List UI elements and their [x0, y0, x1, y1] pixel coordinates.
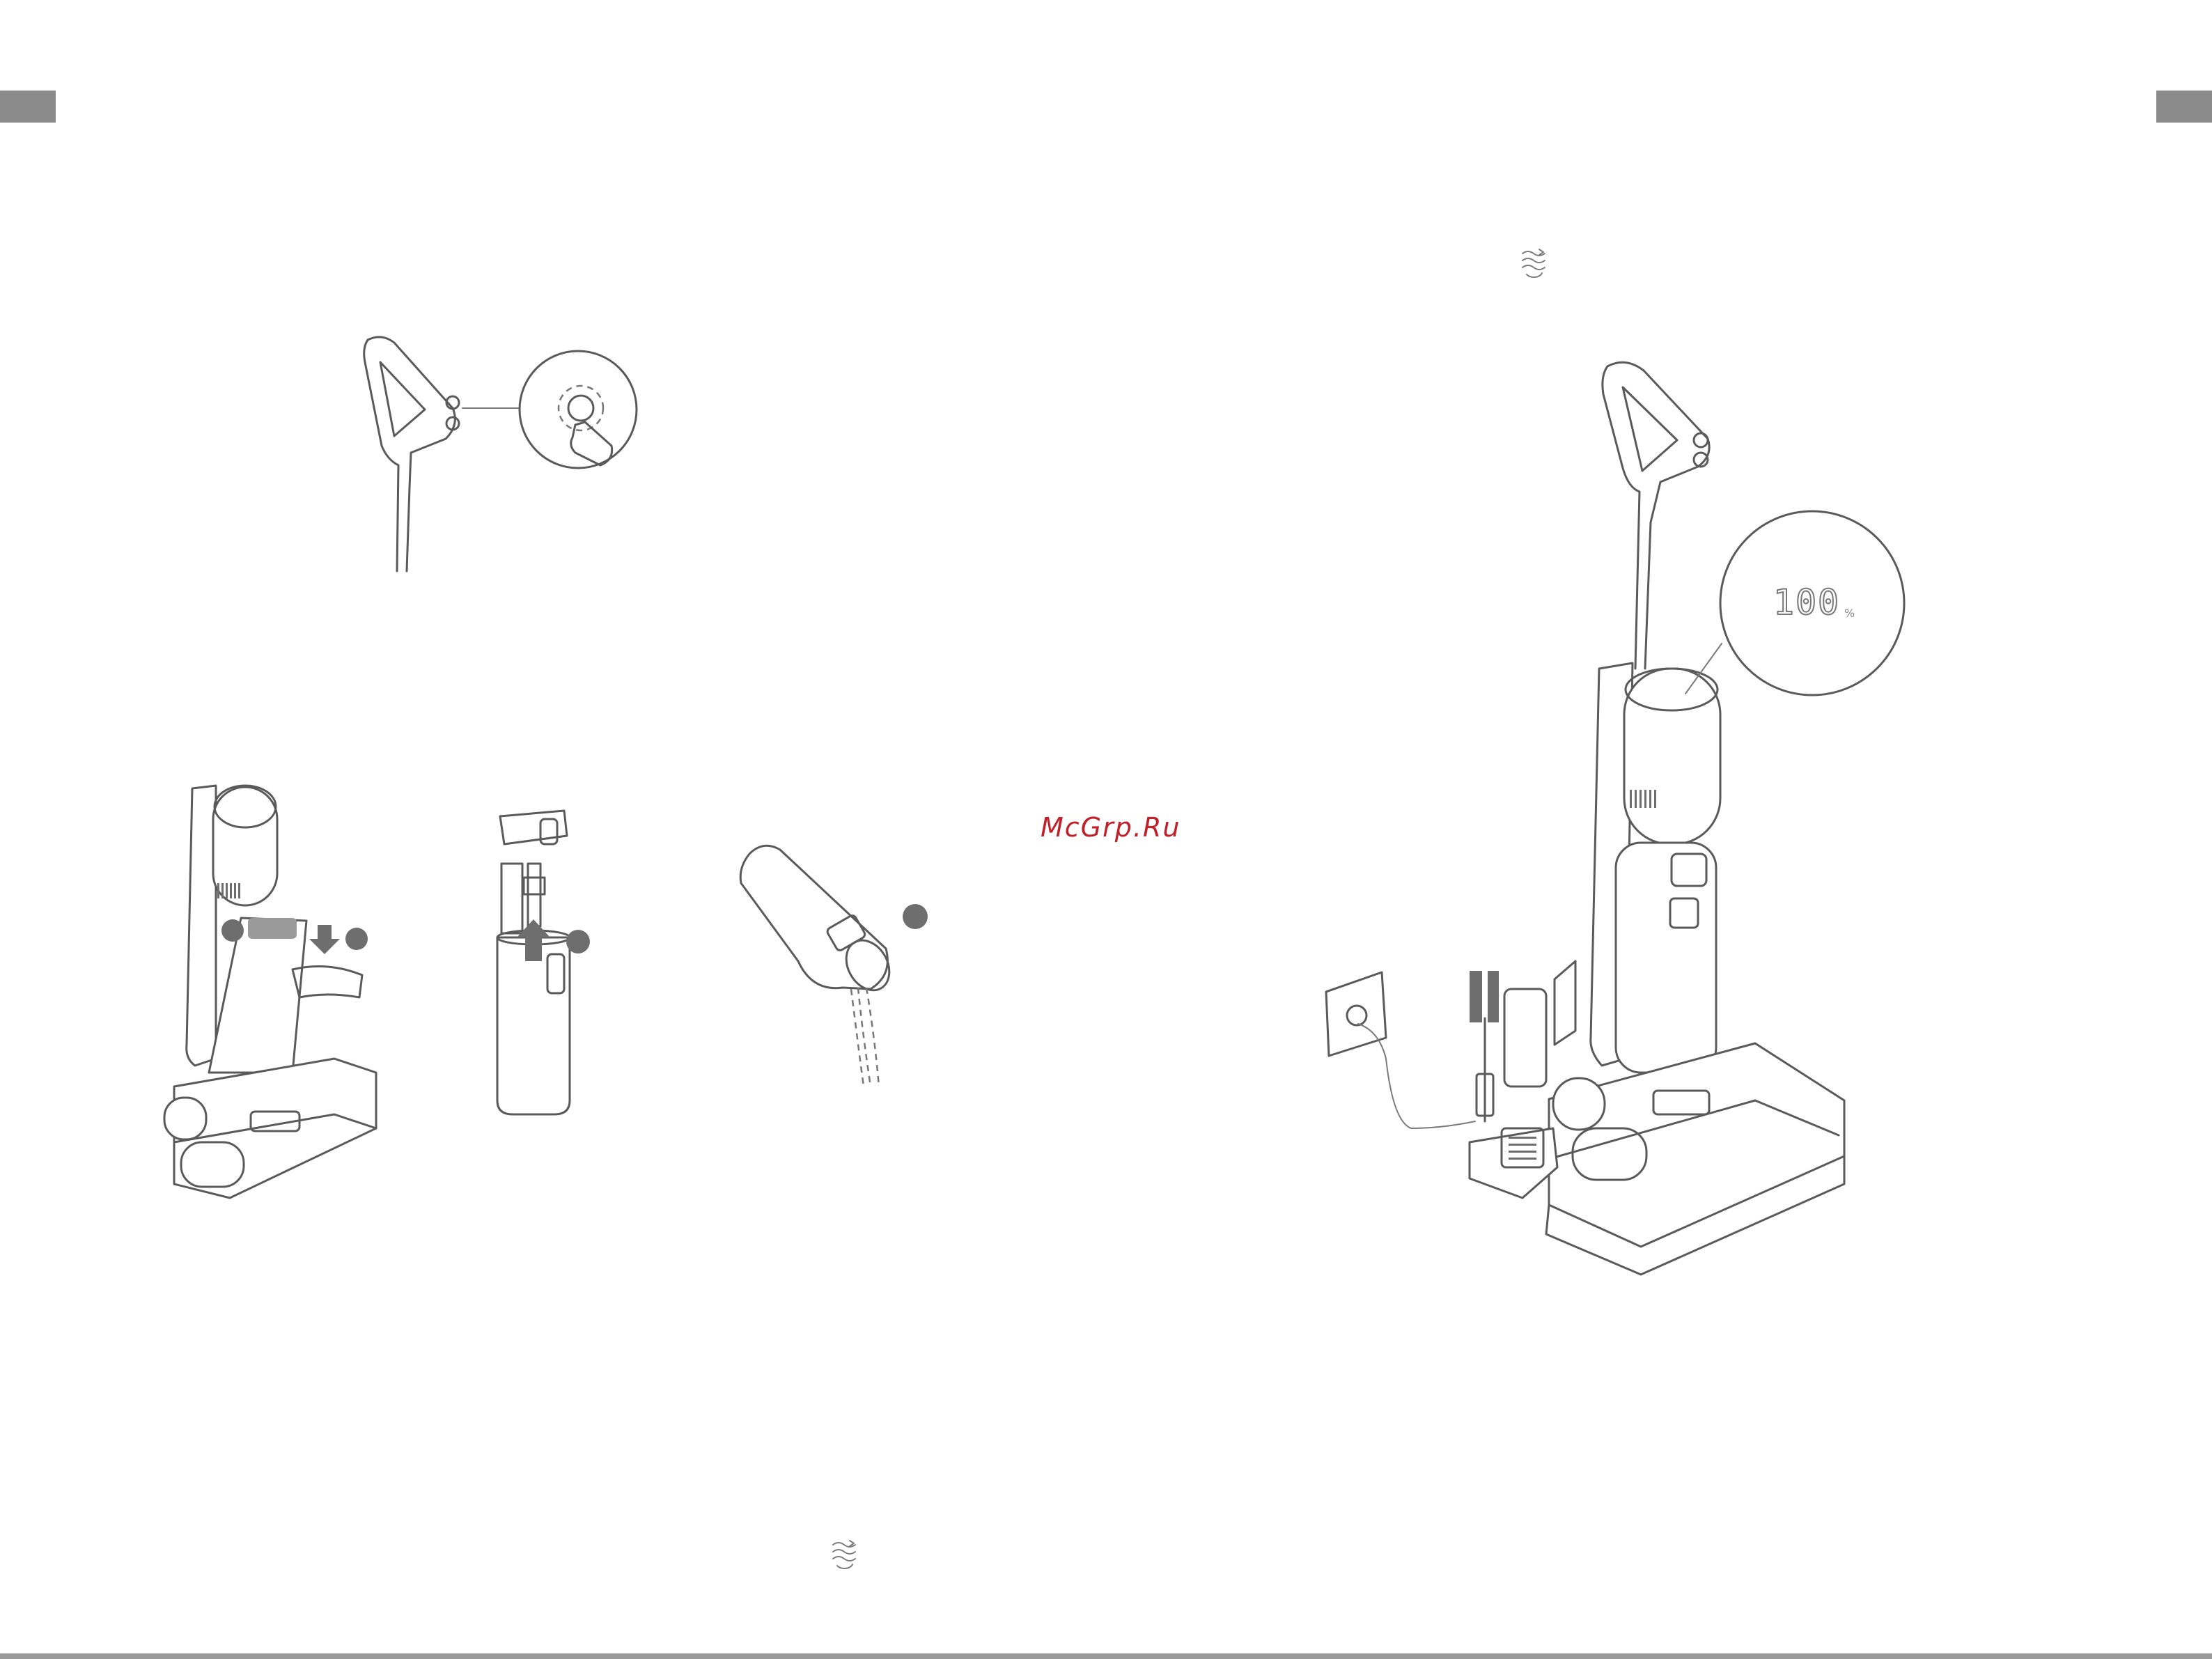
handle-button-figure	[364, 337, 637, 571]
battery-percentage: 100	[1773, 582, 1840, 623]
battery-display: 100 %	[1773, 582, 1855, 623]
charging-station-figure: 100 %	[1326, 362, 1904, 1275]
detach-cover-figure	[497, 811, 590, 1114]
self-clean-icon-top	[1522, 249, 1545, 277]
pour-tank-figure	[740, 846, 928, 1086]
self-clean-icon-bottom	[833, 1541, 855, 1568]
battery-unit: %	[1844, 607, 1855, 620]
remove-tank-figure	[164, 786, 376, 1198]
